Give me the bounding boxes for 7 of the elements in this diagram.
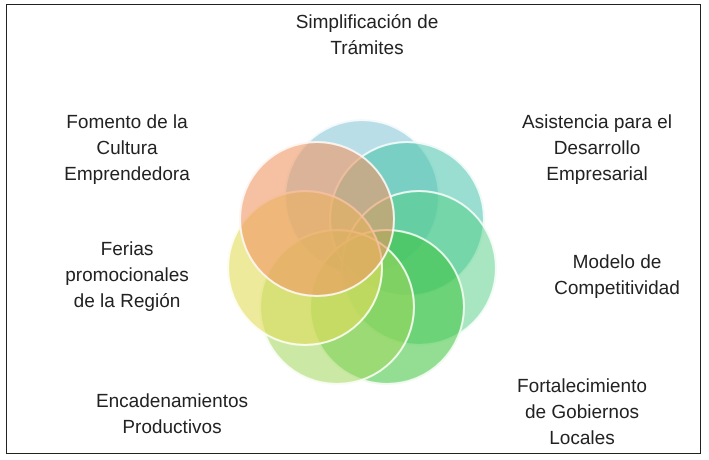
- circle-label: Asistencia para el Desarrollo Empresarial: [522, 111, 672, 187]
- circle-label: Fortalecimiento de Gobiernos Locales: [516, 374, 648, 451]
- circle-label: Simplificación de Trámites: [294, 11, 440, 61]
- circle-label: Ferias promocionales de la Región: [64, 238, 190, 314]
- circle-label: Fomento de la Cultura Emprendedora: [63, 111, 191, 187]
- circle-label: Modelo de Competitividad: [553, 250, 681, 301]
- circle-label: Encadenamientos Productivos: [94, 390, 250, 440]
